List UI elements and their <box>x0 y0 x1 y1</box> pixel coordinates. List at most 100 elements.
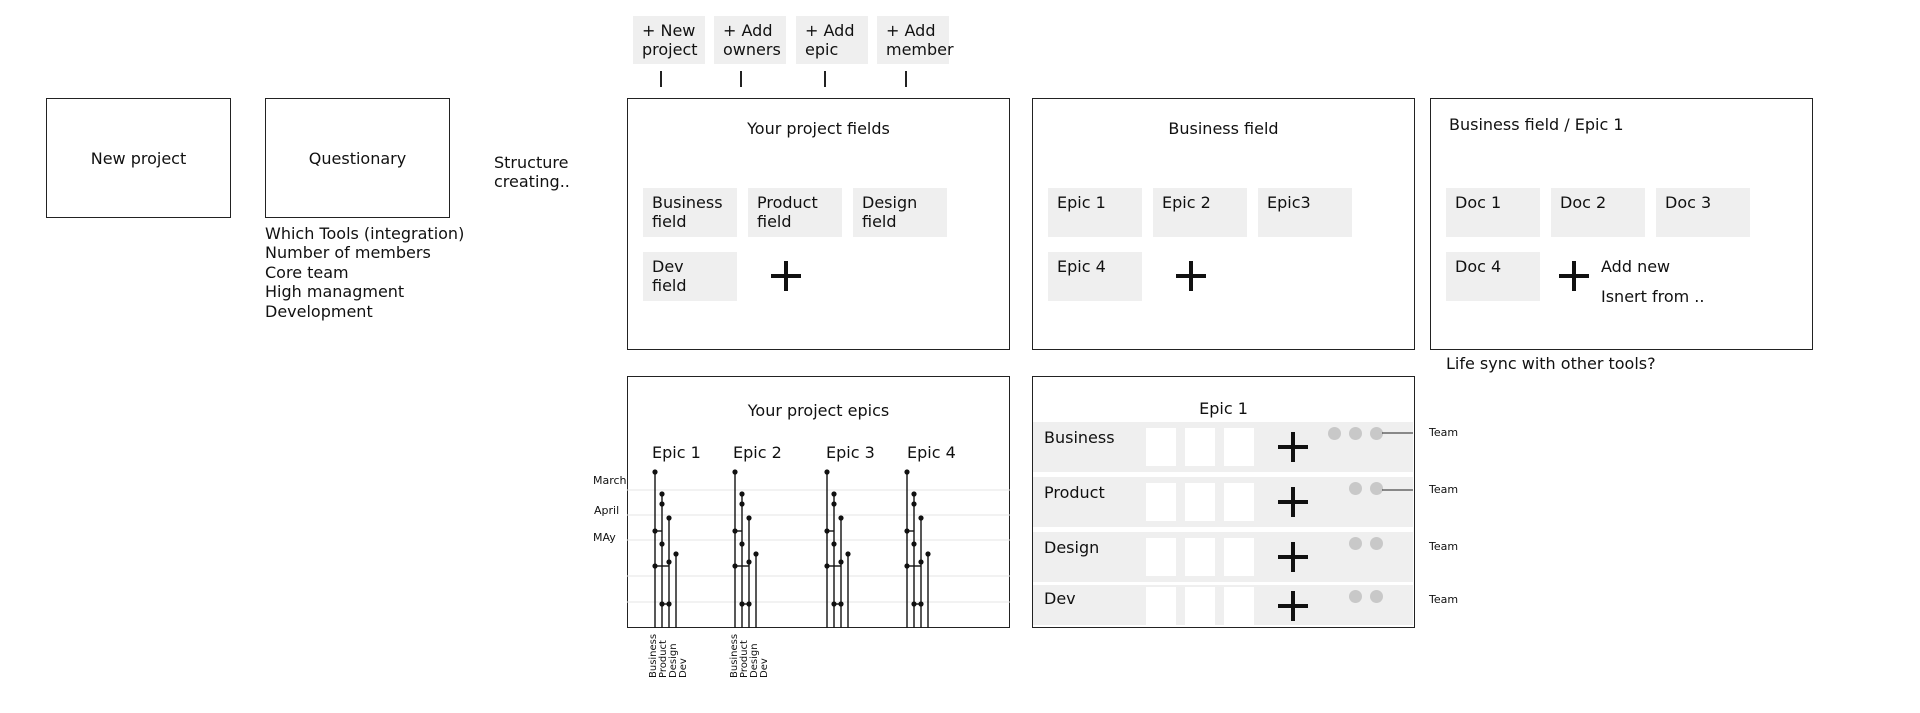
timeline-dot <box>918 559 924 565</box>
timeline-dot <box>845 551 851 557</box>
member-avatar <box>1349 482 1362 495</box>
add-doc-plus-icon[interactable] <box>1559 261 1589 291</box>
member-avatar <box>1370 427 1383 440</box>
new-project-button[interactable]: + New project <box>633 16 705 64</box>
structure-creating-text: Structure creating.. <box>494 153 570 191</box>
add-field-plus-icon[interactable] <box>771 261 801 291</box>
timeline-dot <box>732 469 738 475</box>
epic-tile-label: Epic 4 <box>1057 257 1106 276</box>
timeline-dot <box>652 469 658 475</box>
member-slot[interactable] <box>1146 483 1176 521</box>
epic-column-label: Epic 3 <box>826 443 875 462</box>
product-field-tile[interactable]: Product field <box>748 188 842 237</box>
tile-line2: field <box>862 212 897 231</box>
team-label: Team <box>1429 483 1459 496</box>
timeline-dot <box>659 491 665 497</box>
team-row-label: Business <box>1044 428 1115 447</box>
member-avatar <box>1370 537 1383 550</box>
team-row-label: Product <box>1044 483 1105 502</box>
structure-line1: Structure <box>494 153 569 172</box>
member-slot[interactable] <box>1185 587 1215 625</box>
doc-tile[interactable]: Doc 2 <box>1551 188 1645 237</box>
epic-tile[interactable]: Epic 1 <box>1048 188 1142 237</box>
member-slot[interactable] <box>1146 538 1176 576</box>
connector-tick <box>905 71 907 87</box>
member-slot[interactable] <box>1146 428 1176 466</box>
member-slot[interactable] <box>1185 483 1215 521</box>
epic-tile[interactable]: Epic 2 <box>1153 188 1247 237</box>
epic-tile[interactable]: Epic 4 <box>1048 252 1142 301</box>
member-slot[interactable] <box>1224 428 1254 466</box>
dev-field-tile[interactable]: Dev field <box>643 252 737 301</box>
doc-tile-label: Doc 4 <box>1455 257 1502 276</box>
doc-tile[interactable]: Doc 3 <box>1656 188 1750 237</box>
epic-timeline-group <box>824 469 851 628</box>
project-epics-title: Your project epics <box>747 401 890 420</box>
epic-timeline-group <box>652 469 679 628</box>
timeline-dot <box>831 501 837 507</box>
questionary-card[interactable]: Questionary <box>265 98 450 218</box>
business-field-title: Business field <box>1168 119 1279 138</box>
add-member-plus-icon[interactable] <box>1278 432 1308 462</box>
timeline-dot <box>739 501 745 507</box>
questionary-item: Which Tools (integration) <box>265 224 465 243</box>
design-field-tile[interactable]: Design field <box>853 188 947 237</box>
connector-tick <box>824 71 826 87</box>
team-row-label: Design <box>1044 538 1100 557</box>
team-row-product: Product <box>1033 477 1413 527</box>
member-slot[interactable] <box>1185 538 1215 576</box>
structure-line2: creating.. <box>494 172 570 191</box>
add-member-plus-icon[interactable] <box>1278 487 1308 517</box>
add-member-button[interactable]: + Add member <box>877 16 954 64</box>
add-epic-plus-icon[interactable] <box>1176 261 1206 291</box>
member-avatar <box>1370 590 1383 603</box>
doc-tile[interactable]: Doc 4 <box>1446 252 1540 301</box>
add-epic-button[interactable]: + Add epic <box>796 16 868 64</box>
add-member-line1: + Add <box>886 21 936 40</box>
member-slot[interactable] <box>1224 538 1254 576</box>
add-member-plus-icon[interactable] <box>1278 542 1308 572</box>
field-label-vertical: Dev <box>759 658 770 678</box>
questionary-list: Which Tools (integration) Number of memb… <box>265 224 464 321</box>
timeline-dot <box>824 469 830 475</box>
member-slot[interactable] <box>1224 587 1254 625</box>
epic-tile[interactable]: Epic3 <box>1258 188 1352 237</box>
timeline-dot <box>753 551 759 557</box>
new-project-card[interactable]: New project <box>46 98 231 218</box>
timeline-dot <box>838 559 844 565</box>
connector-tick <box>740 71 742 87</box>
timeline-dot <box>918 515 924 521</box>
business-field-tile[interactable]: Business field <box>643 188 737 237</box>
tile-line2: field <box>652 212 687 231</box>
questionary-item: High managment <box>265 282 405 302</box>
team-connectors <box>1382 432 1413 491</box>
insert-from-link[interactable]: Isnert from .. <box>1601 287 1705 306</box>
team-label: Team <box>1429 426 1459 439</box>
member-avatar <box>1328 427 1341 440</box>
epic-tile-label: Epic3 <box>1267 193 1311 212</box>
field-label-vertical: Dev <box>678 658 689 678</box>
timeline-dot <box>911 491 917 497</box>
month-label-april: April <box>594 504 620 517</box>
timeline-dot <box>739 541 745 547</box>
epic-team-panel: Epic 1 Business Product Design Dev <box>1032 376 1415 628</box>
timeline-dot <box>739 491 745 497</box>
timeline-dot <box>746 515 752 521</box>
member-avatar <box>1349 427 1362 440</box>
tile-line1: Product <box>757 193 818 212</box>
add-new-link[interactable]: Add new <box>1601 257 1671 276</box>
new-project-line1: + New <box>642 21 696 40</box>
add-member-line2: member <box>886 40 954 59</box>
add-owners-button[interactable]: + Add owners <box>714 16 786 64</box>
tile-line2: field <box>652 276 687 295</box>
doc-tile[interactable]: Doc 1 <box>1446 188 1540 237</box>
project-epics-panel: Your project epics Epic 1 Epic 2 Epic 3 … <box>627 376 1010 628</box>
epic-tile-label: Epic 1 <box>1057 193 1106 212</box>
member-slot[interactable] <box>1224 483 1254 521</box>
timeline-dot <box>659 501 665 507</box>
member-slot[interactable] <box>1146 587 1176 625</box>
questionary-item: Core team <box>265 262 349 282</box>
add-member-plus-icon[interactable] <box>1278 591 1308 621</box>
tile-line1: Design <box>862 193 918 212</box>
member-slot[interactable] <box>1185 428 1215 466</box>
